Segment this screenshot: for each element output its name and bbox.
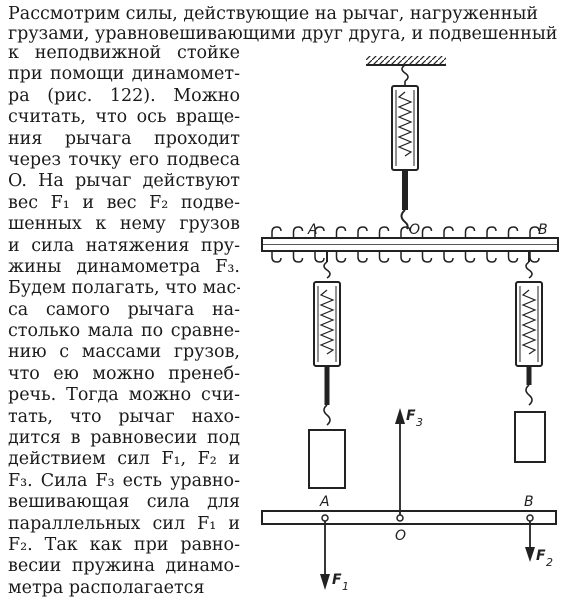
column-line: ния рычага проходит <box>8 128 240 149</box>
column-line: нию с массами грузов, <box>8 342 240 363</box>
lever-hook <box>421 226 433 238</box>
label-B-top: B <box>538 222 548 238</box>
lever-hook <box>378 226 390 238</box>
lever-hook <box>443 251 454 263</box>
column-line: при помощи динамомет- <box>8 64 240 85</box>
lever-hook <box>486 226 497 238</box>
lever-hook <box>378 251 390 263</box>
label-O-top: O <box>409 222 420 238</box>
lever-hook <box>400 226 411 238</box>
label-F3: F <box>406 408 416 424</box>
column-line: вешивающая сила для <box>8 492 240 513</box>
lever-hook <box>529 251 540 263</box>
lever-hook <box>443 226 454 238</box>
column-line: к неподвижной стойке <box>8 43 240 63</box>
column-line: ра (рис. 122). Можно <box>8 85 240 106</box>
column-line: вес F₁ и вес F₂ подве- <box>8 192 240 213</box>
top-lever <box>261 226 559 263</box>
top-lever-labels: A O B <box>307 222 548 238</box>
lever-hook <box>486 251 497 263</box>
paragraph-line-1: Рассмотрим силы, действующие на рычаг, н… <box>8 4 539 24</box>
column-line: жины динамометра F₃. <box>8 256 240 277</box>
column-line: действием сил F₁, F₂ и <box>8 449 240 470</box>
column-line: са самого рычага на- <box>8 299 240 320</box>
lever-hook <box>507 226 519 238</box>
label-B-bottom: B <box>524 494 534 510</box>
lever-hook <box>314 251 325 263</box>
lever-hook <box>292 226 304 238</box>
right-dynamometer <box>514 251 546 463</box>
label-O-bottom: O <box>395 528 406 544</box>
ceiling-stand <box>366 56 446 66</box>
top-dynamometer <box>391 64 419 230</box>
column-line: речь. Тогда можно счи- <box>8 385 240 406</box>
column-line: столько мала по сравне- <box>8 321 240 342</box>
column-line: O. На рычаг действуют <box>8 171 240 192</box>
force-diagram <box>261 408 557 590</box>
column-line: метра располагается <box>8 577 205 598</box>
label-A-bottom: A <box>319 494 330 510</box>
column-line: через точку его подвеса <box>8 149 240 170</box>
lever-hook <box>335 251 347 263</box>
lever-hook <box>357 226 368 238</box>
column-line: шенных к нему грузов <box>8 214 240 235</box>
label-F3-sub: 3 <box>416 416 423 429</box>
lever-hook <box>271 226 282 238</box>
column-line: тать, что рычаг нахо- <box>8 406 240 427</box>
lever-hook <box>314 226 325 238</box>
label-F2-sub: 2 <box>546 556 553 569</box>
lever-hook <box>464 226 476 238</box>
paragraph-line-2: грузами, уравновешивающими друг друга, и… <box>8 24 558 44</box>
label-F1: F <box>332 572 342 588</box>
lever-hook <box>400 251 411 263</box>
lever-hook <box>464 251 476 263</box>
left-dynamometer <box>308 251 346 489</box>
lever-hook <box>335 226 347 238</box>
lever-hook <box>357 251 368 263</box>
column-line: весии пружина динамо- <box>8 556 240 577</box>
column-line: и сила натяжения пру- <box>8 235 240 256</box>
force-labels: A O B F 3 F 1 F 2 <box>319 408 553 593</box>
lever-hook <box>292 251 304 263</box>
label-F1-sub: 1 <box>342 580 349 593</box>
lever-hook <box>529 226 540 238</box>
column-line: F₃. Сила F₃ есть уравно- <box>8 470 240 491</box>
column-line: считать, что ось враще- <box>8 107 240 128</box>
column-line: что ею можно пренеб- <box>8 363 240 384</box>
lever-hook <box>421 251 433 263</box>
column-line: F₂. Так как при равно- <box>8 534 240 555</box>
column-line: дится в равновесии под <box>8 428 240 449</box>
lever-hook <box>271 251 282 263</box>
column-line: Будем полагать, что мас- <box>8 278 240 299</box>
label-A-top: A <box>307 222 318 238</box>
label-F2: F <box>536 548 546 564</box>
lever-hook <box>507 251 519 263</box>
column-line: параллельных сил F₁ и <box>8 513 240 534</box>
